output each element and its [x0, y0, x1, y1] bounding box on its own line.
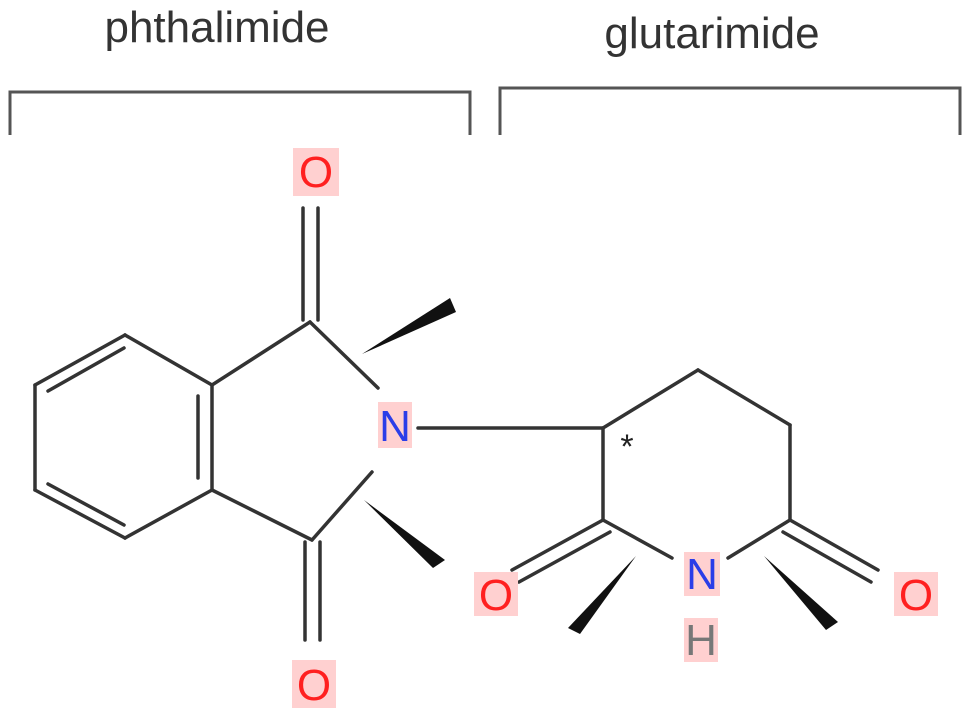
oxygen-glut-right-label: O [899, 571, 933, 620]
o-top-highlight [293, 148, 339, 196]
glutarimide-title: glutarimide [604, 9, 819, 58]
n-glut-highlight [684, 552, 720, 596]
phthalimide-carbonyl-bonds [301, 206, 322, 642]
o-glut-right-highlight [894, 572, 938, 616]
benzene-ring [33, 333, 214, 540]
o-glut-left-highlight [474, 572, 518, 616]
nitrogen-phthalimide-label: N [379, 402, 411, 451]
n-phthal-highlight [378, 402, 412, 448]
o-bottom-highlight [292, 660, 336, 708]
h-glut-highlight [684, 618, 718, 662]
oxygen-glut-left-label: O [479, 571, 513, 620]
wedge-bond-glut-left [568, 556, 636, 634]
phthalimide-title: phthalimide [104, 3, 329, 52]
oxygen-bottom-label: O [297, 661, 331, 710]
glutarimide-bracket [498, 86, 962, 135]
phthalimide-bracket [8, 90, 472, 135]
oxygen-top-label: O [299, 148, 333, 197]
chiral-center-marker: * [620, 428, 633, 466]
glutarimide-ring-bonds [601, 368, 792, 560]
glutarimide-carbonyl-bonds [510, 518, 880, 584]
wedge-bond-upper [362, 298, 456, 354]
nitrogen-glutarimide-label: N [686, 550, 718, 599]
wedge-bond-lower [364, 500, 445, 568]
hydrogen-label: H [685, 616, 717, 665]
imide-five-ring-bonds [210, 320, 380, 542]
wedge-bond-glut-right [764, 556, 838, 630]
